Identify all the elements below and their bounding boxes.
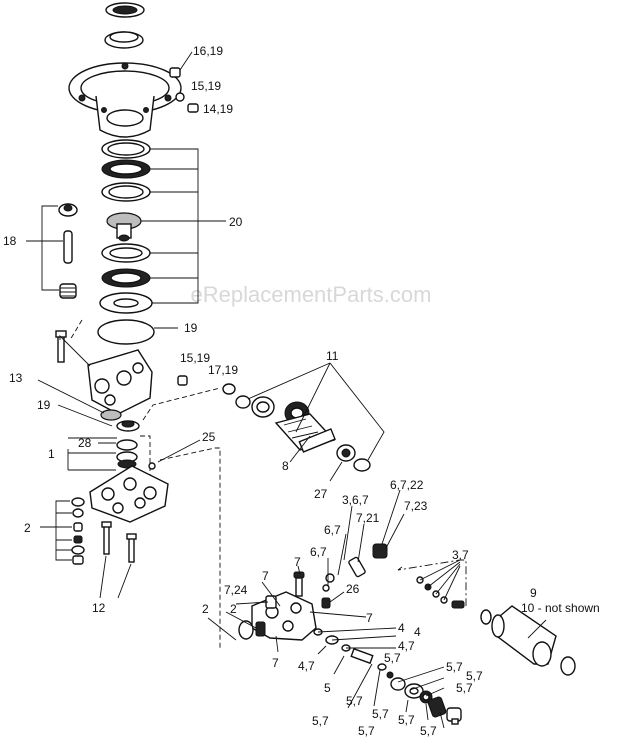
manifold-body bbox=[59, 334, 153, 415]
callout-5-7-j: 5,7 bbox=[420, 724, 437, 738]
callout-16-19: 16,19 bbox=[193, 44, 223, 58]
fitting-6-7-22 bbox=[372, 543, 388, 559]
bypass-parts-3-7 bbox=[416, 576, 465, 609]
washer-5-7e bbox=[390, 677, 406, 691]
callout-7-23: 7,23 bbox=[404, 499, 428, 513]
watermark-text: eReplacementParts.com bbox=[191, 282, 432, 307]
seal-stack-left bbox=[100, 409, 140, 469]
callout-4-7-b: 4,7 bbox=[298, 659, 315, 673]
callout-7-right: 7 bbox=[366, 611, 373, 625]
callout-4-a: 4 bbox=[398, 621, 405, 635]
callout-25: 25 bbox=[202, 430, 216, 444]
callout-7-21: 7,21 bbox=[356, 511, 380, 525]
ring-stack bbox=[99, 139, 153, 314]
plug-16 bbox=[169, 67, 181, 78]
head-bolt-b bbox=[126, 533, 137, 563]
callout-5-7-g: 5,7 bbox=[372, 707, 389, 721]
callout-28: 28 bbox=[78, 436, 92, 450]
callout-5-7-c: 5,7 bbox=[466, 669, 483, 683]
callout-12: 12 bbox=[92, 601, 106, 615]
o-ring-11a bbox=[235, 395, 251, 409]
spring-7-21 bbox=[348, 556, 366, 578]
callout-5-7-b: 5,7 bbox=[446, 660, 463, 674]
callout-2-b: 2 bbox=[230, 602, 237, 616]
callout-19-left: 19 bbox=[37, 398, 51, 412]
callout-4-7-a: 4,7 bbox=[398, 639, 415, 653]
head-bolt-a bbox=[101, 521, 112, 555]
callout-2-a: 2 bbox=[202, 602, 209, 616]
callout-5-7-a: 5,7 bbox=[384, 651, 401, 665]
second-seal-ring bbox=[104, 31, 144, 49]
callout-20: 20 bbox=[229, 215, 243, 229]
fitting-2b bbox=[255, 621, 266, 637]
callout-14-19: 14,19 bbox=[203, 102, 233, 116]
seal-11b bbox=[251, 396, 275, 418]
callout-7-mid: 7 bbox=[294, 555, 301, 569]
valve-pin-18 bbox=[63, 230, 73, 264]
callout-6-7-a: 6,7 bbox=[324, 523, 341, 537]
o-ring-9 bbox=[480, 609, 492, 625]
cap-11 bbox=[353, 458, 371, 472]
callout-9: 9 bbox=[530, 586, 537, 600]
callout-8: 8 bbox=[282, 459, 289, 473]
callout-5: 5 bbox=[324, 681, 331, 695]
callout-5-7-i: 5,7 bbox=[398, 713, 415, 727]
plug-5-7i bbox=[446, 707, 462, 725]
plug-14 bbox=[187, 103, 199, 113]
callout-18: 18 bbox=[3, 234, 17, 248]
ring-5-7c bbox=[377, 663, 387, 671]
callout-7-24: 7,24 bbox=[224, 583, 248, 597]
flange-housing bbox=[68, 62, 182, 138]
valve-cap-18 bbox=[58, 203, 78, 217]
callout-10: 10 - not shown bbox=[521, 601, 600, 615]
callout-11: 11 bbox=[326, 349, 339, 363]
callout-4-b: 4 bbox=[414, 625, 421, 639]
callout-5-7-f: 5,7 bbox=[346, 694, 363, 708]
o-ring-17 bbox=[222, 383, 236, 395]
washer-27 bbox=[336, 444, 356, 462]
ring-9-end bbox=[560, 656, 576, 676]
callout-3-6-7: 3,6,7 bbox=[342, 493, 369, 507]
valve-top-7 bbox=[293, 571, 305, 597]
callout-5-7-e: 5,7 bbox=[312, 714, 329, 728]
callout-19-mid: 19 bbox=[184, 321, 198, 335]
plug-15-mid bbox=[177, 375, 188, 386]
spring-5-7h bbox=[427, 696, 447, 718]
top-seal-ring bbox=[105, 2, 145, 18]
callout-7-top: 7 bbox=[262, 569, 269, 583]
hose-fitting-9 bbox=[491, 605, 557, 667]
ball-6-7a bbox=[325, 573, 335, 583]
plunger-8 bbox=[274, 413, 336, 453]
plug-column-2 bbox=[71, 497, 85, 565]
washer-5-7f bbox=[404, 683, 424, 699]
callout-5-7-h: 5,7 bbox=[358, 724, 375, 738]
callout-6-7-22: 6,7,22 bbox=[390, 478, 424, 492]
callout-3-7: 3,7 bbox=[452, 548, 469, 562]
callout-6-7-b: 6,7 bbox=[310, 545, 327, 559]
callout-26: 26 bbox=[346, 582, 360, 596]
fitting-2a bbox=[238, 620, 254, 640]
housing-bolt bbox=[55, 330, 67, 363]
callout-2-left: 2 bbox=[24, 521, 31, 535]
callout-15-19-top: 15,19 bbox=[191, 79, 221, 93]
plug-15 bbox=[175, 92, 185, 102]
ring-5-7d bbox=[386, 671, 394, 679]
callout-7-bottom: 7 bbox=[272, 656, 279, 670]
pump-head bbox=[89, 465, 169, 523]
callout-5-7-d: 5,7 bbox=[456, 681, 473, 695]
callout-13: 13 bbox=[9, 371, 23, 385]
o-ring-25 bbox=[148, 462, 156, 470]
valve-spring-18 bbox=[59, 283, 77, 299]
large-o-ring-19 bbox=[97, 319, 155, 345]
callout-17-19: 17,19 bbox=[208, 363, 238, 377]
callout-27: 27 bbox=[314, 487, 328, 501]
ball-6-7b bbox=[322, 584, 330, 592]
fitting-26 bbox=[321, 597, 331, 609]
callout-15-19-mid: 15,19 bbox=[180, 351, 210, 365]
callout-1: 1 bbox=[48, 447, 55, 461]
